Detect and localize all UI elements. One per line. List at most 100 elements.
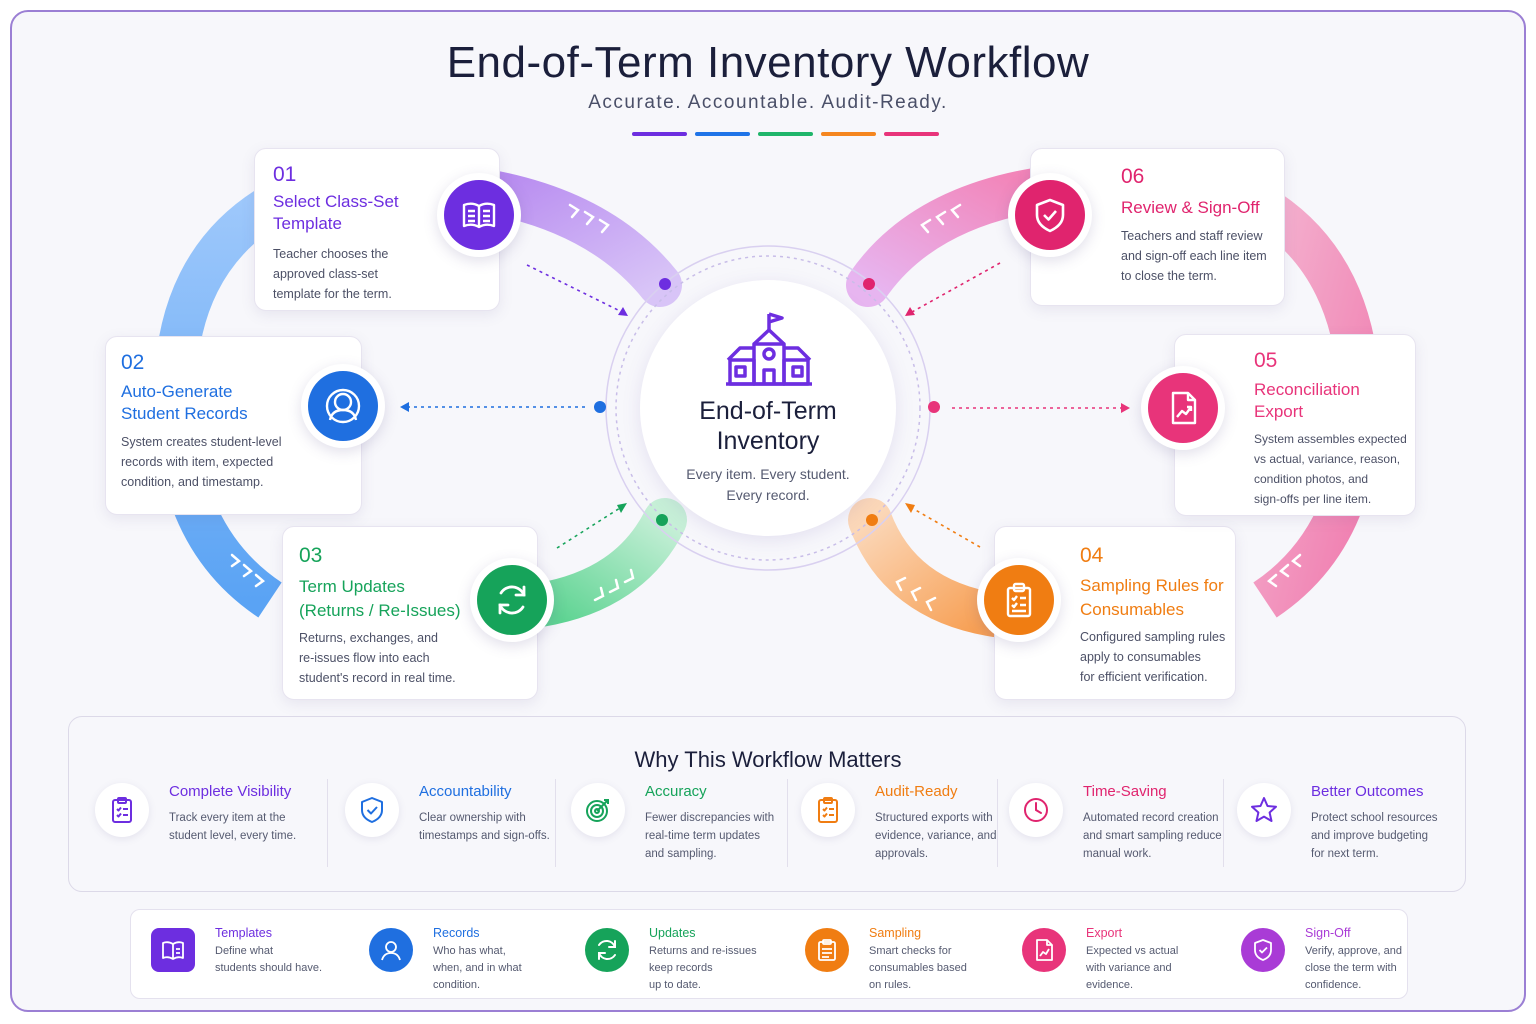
step-desc-line3: condition, and timestamp. bbox=[121, 475, 264, 489]
why-item-desc: Track every item at the student level, e… bbox=[169, 809, 319, 845]
node-dot-orange bbox=[866, 514, 878, 526]
step-card-04[interactable]: 04 Sampling Rules for Consumables Config… bbox=[994, 526, 1236, 700]
step-badge-06 bbox=[1008, 173, 1092, 257]
why-divider bbox=[997, 779, 998, 867]
why-divider bbox=[327, 779, 328, 867]
step-card-06[interactable]: 06 Review & Sign-Off Teachers and staff … bbox=[1030, 148, 1285, 306]
step-desc-line3: for efficient verification. bbox=[1080, 670, 1208, 684]
file-chart-icon bbox=[1171, 391, 1197, 425]
why-item-accountability: Accountability Clear ownership with time… bbox=[345, 777, 555, 867]
legend-desc-line2: when, and in what bbox=[433, 962, 522, 974]
legend-item-updates: Updates Returns and re-issues keep recor… bbox=[585, 924, 785, 994]
why-title: Why This Workflow Matters bbox=[634, 747, 902, 772]
step-description: Configured sampling rules apply to consu… bbox=[1080, 627, 1235, 687]
connector-arrowheads bbox=[400, 307, 1130, 513]
color-bar-green bbox=[758, 132, 813, 136]
step-title-line1: Select Class-Set bbox=[273, 192, 399, 211]
step-title-line1: Sampling Rules for bbox=[1080, 576, 1224, 595]
dashed-connectors bbox=[408, 262, 1122, 549]
legend-desc: Smart checks for consumables based on ru… bbox=[869, 943, 999, 994]
legend-desc-line2: close the term with bbox=[1305, 962, 1397, 974]
legend-desc-line3: up to date. bbox=[649, 979, 701, 991]
step-title-line1: Reconciliation bbox=[1254, 380, 1360, 399]
legend-bar: Templates Define what students should ha… bbox=[130, 909, 1408, 999]
center-subtitle: Every item. Every student. Every record. bbox=[670, 464, 866, 506]
legend-item-export: Export Expected vs actual with variance … bbox=[1022, 924, 1222, 994]
template-icon bbox=[151, 928, 195, 972]
why-item-audit-ready: Audit-Ready Structured exports with evid… bbox=[801, 777, 1001, 867]
legend-desc-line3: confidence. bbox=[1305, 979, 1362, 991]
legend-desc-line3: condition. bbox=[433, 979, 481, 991]
step-desc-line3: template for the term. bbox=[273, 287, 392, 301]
legend-title: Updates bbox=[649, 926, 696, 940]
step-title-line1: Auto-Generate bbox=[121, 382, 233, 401]
step-desc-line1: System assembles expected bbox=[1254, 432, 1407, 446]
refresh-icon bbox=[585, 928, 629, 972]
file-chart-icon bbox=[1022, 928, 1066, 972]
why-item-title: Time-Saving bbox=[1083, 783, 1167, 800]
why-desc-line2: and improve budgeting bbox=[1311, 830, 1428, 842]
center-hub: End-of-Term Inventory Every item. Every … bbox=[640, 280, 896, 536]
step-title: Sampling Rules for Consumables bbox=[1080, 574, 1224, 622]
why-item-desc: Clear ownership with timestamps and sign… bbox=[419, 809, 569, 845]
legend-desc: Returns and re-issues keep records up to… bbox=[649, 943, 779, 994]
target-icon bbox=[571, 783, 625, 837]
why-item-desc: Automated record creation and smart samp… bbox=[1083, 809, 1233, 863]
node-dot-magenta bbox=[928, 401, 940, 413]
why-desc-line2: student level, every time. bbox=[169, 830, 297, 842]
clipboard-icon bbox=[801, 783, 855, 837]
step-desc-line2: vs actual, variance, reason, bbox=[1254, 452, 1401, 466]
color-bar-orange bbox=[821, 132, 876, 136]
legend-desc: Define what students should have. bbox=[215, 943, 335, 977]
node-dot-green bbox=[656, 514, 668, 526]
step-desc-line2: re-issues flow into each bbox=[299, 651, 430, 665]
star-icon bbox=[1237, 783, 1291, 837]
legend-desc-line2: consumables based bbox=[869, 962, 967, 974]
arc-chevrons bbox=[230, 203, 1302, 612]
legend-desc: Expected vs actual with variance and evi… bbox=[1086, 943, 1216, 994]
why-divider bbox=[787, 779, 788, 867]
why-item-time-saving: Time-Saving Automated record creation an… bbox=[1009, 777, 1222, 867]
user-icon bbox=[325, 388, 361, 424]
why-desc-line1: Clear ownership with bbox=[419, 812, 526, 824]
legend-title: Sampling bbox=[869, 926, 922, 940]
step-title: Term Updates (Returns / Re-Issues) bbox=[299, 575, 461, 623]
step-desc-line3: to close the term. bbox=[1121, 269, 1217, 283]
step-title-line2: Template bbox=[273, 214, 342, 233]
legend-title: Sign-Off bbox=[1305, 926, 1351, 940]
step-desc-line1: Configured sampling rules bbox=[1080, 630, 1226, 644]
title-color-bars bbox=[632, 132, 939, 136]
why-item-title: Better Outcomes bbox=[1311, 783, 1424, 800]
shield-check-icon bbox=[345, 783, 399, 837]
why-desc-line3: manual work. bbox=[1083, 848, 1152, 860]
step-desc-line2: apply to consumables bbox=[1080, 650, 1201, 664]
step-desc-line2: records with item, expected bbox=[121, 455, 274, 469]
arc-orange bbox=[848, 498, 1017, 637]
school-icon bbox=[726, 312, 812, 386]
legend-desc-line1: Verify, approve, and bbox=[1305, 945, 1403, 957]
why-desc-line1: Fewer discrepancies with bbox=[645, 812, 775, 824]
step-badge-03 bbox=[470, 558, 554, 642]
step-title-line2: Export bbox=[1254, 402, 1304, 421]
user-icon bbox=[369, 928, 413, 972]
arc-magenta bbox=[846, 168, 1057, 307]
legend-desc-line1: Who has what, bbox=[433, 945, 506, 957]
step-title: Review & Sign-Off bbox=[1121, 197, 1260, 219]
center-title: End-of-Term Inventory bbox=[640, 396, 896, 456]
workflow-loop-graphic bbox=[153, 168, 1382, 637]
legend-desc-line1: Expected vs actual bbox=[1086, 945, 1179, 957]
why-item-desc: Protect school resources and improve bud… bbox=[1311, 809, 1451, 863]
shield-check-icon bbox=[1035, 198, 1065, 233]
step-badge-01 bbox=[437, 173, 521, 257]
clipboard-icon bbox=[805, 928, 849, 972]
step-title: Reconciliation Export bbox=[1254, 379, 1360, 423]
step-number: 01 bbox=[273, 163, 297, 186]
step-title-line2: (Returns / Re-Issues) bbox=[299, 601, 461, 620]
arc-green bbox=[518, 498, 687, 627]
why-desc-line1: Track every item at the bbox=[169, 812, 286, 824]
legend-item-templates: Templates Define what students should ha… bbox=[151, 924, 341, 994]
step-number: 05 bbox=[1254, 349, 1278, 372]
why-desc-line2: evidence, variance, and bbox=[875, 830, 997, 842]
clipboard-list-icon bbox=[95, 783, 149, 837]
step-title-line2: Student Records bbox=[121, 404, 248, 423]
